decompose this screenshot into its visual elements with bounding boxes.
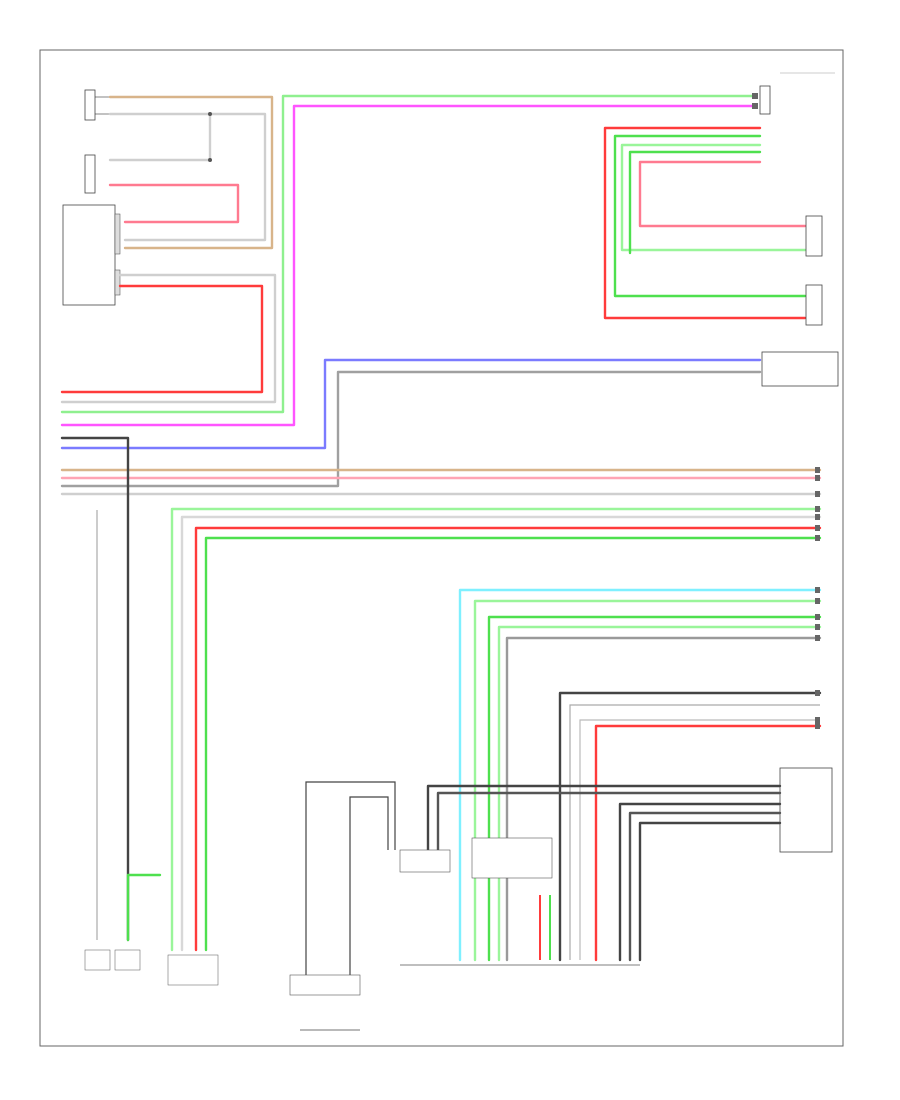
wire-usb-2 <box>436 791 782 852</box>
wire-usb-4 <box>628 811 782 962</box>
wire-lgreen-rt <box>620 143 807 252</box>
wire-green-mid <box>204 536 822 952</box>
wire-gray-spk <box>60 273 277 404</box>
wire-red-spk <box>60 284 264 394</box>
wire-gray-r5 <box>505 636 822 962</box>
wire-green-fs <box>126 873 162 942</box>
wire-light-green-1 <box>60 94 757 414</box>
front-center-speaker <box>84 949 141 971</box>
wire-usb-3 <box>618 802 782 962</box>
rear-door-speaker <box>805 284 823 326</box>
connector-pins <box>752 93 820 729</box>
wire-red-mid <box>194 526 822 952</box>
wire-green-r3 <box>487 615 822 962</box>
passenger-door-module <box>761 351 839 387</box>
amplifier <box>167 954 219 986</box>
speaker-connector <box>62 204 121 306</box>
usb-port <box>779 767 833 853</box>
wire-white-usb <box>579 719 820 960</box>
wire-green2-rt <box>628 150 762 255</box>
right-tweeter <box>759 72 835 115</box>
wire-blue-1 <box>60 358 762 450</box>
wire-pink-rt <box>638 160 807 228</box>
front-passenger-door-speaker <box>805 215 823 257</box>
wire-gray-tw2 <box>108 112 212 162</box>
wire-pink-tw2 <box>108 183 240 224</box>
wire-gray-usb <box>569 704 820 960</box>
radio-unit <box>399 837 640 966</box>
front-passenger-tweeter <box>84 154 96 194</box>
wire-black-left <box>60 436 130 942</box>
wire-black-usb <box>558 691 822 962</box>
wire-gray-top <box>108 112 267 242</box>
diagram-frame <box>39 49 844 1047</box>
wire-cyan <box>458 588 822 962</box>
wire-red-usb <box>594 724 822 962</box>
wire-green-rt <box>613 134 807 298</box>
satellite-radio-antenna <box>289 781 396 1031</box>
wire-violet-1 <box>60 104 757 427</box>
wire-tan-top <box>108 95 274 250</box>
rear-tweeter <box>84 89 110 121</box>
wire-lgreen-mid <box>170 507 822 952</box>
wire-usb-5 <box>638 821 782 962</box>
wire-usb-1 <box>426 784 782 852</box>
wire-red-rt <box>603 126 807 320</box>
wire-white-mid <box>180 515 822 952</box>
wire-gray-2 <box>60 370 762 488</box>
wire-lgreen-r2 <box>473 599 822 962</box>
